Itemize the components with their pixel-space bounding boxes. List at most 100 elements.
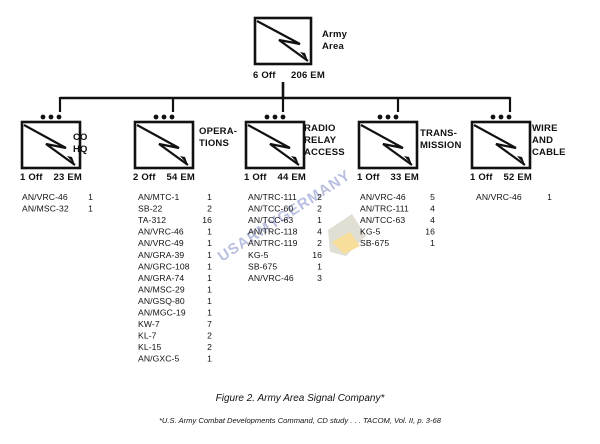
unit-size-dot: [393, 114, 399, 120]
signal-bolt: [247, 124, 300, 166]
unit-size-dot: [377, 114, 383, 120]
unit-enlisted: 52 EM: [504, 172, 532, 183]
unit-symbol-box: [357, 120, 419, 170]
unit-officers: 1 Off: [357, 172, 380, 183]
equipment-item: AN/TRC-119: [248, 238, 298, 248]
equipment-item: AN/TCC-63: [248, 215, 293, 225]
equipment-item: KG-5: [248, 250, 269, 260]
equipment-item: AN/GXC-5: [138, 354, 180, 364]
equipment-quantity: 4: [317, 227, 322, 237]
unit-officers: 1 Off: [244, 172, 267, 183]
unit-name-line: CO: [73, 132, 88, 143]
unit-name-line: HQ: [73, 144, 88, 155]
unit-officers: 1 Off: [20, 172, 43, 183]
equipment-item: SB-22: [138, 204, 163, 214]
equipment-quantity: 5: [430, 192, 435, 202]
signal-bolt-tip: [180, 156, 188, 165]
equipment-item: AN/GRA-74: [138, 273, 184, 283]
signal-bolt-tip: [67, 156, 75, 165]
equipment-quantity: 1: [207, 250, 212, 260]
equipment-quantity: 1: [207, 354, 212, 364]
equipment-quantity: 2: [207, 204, 212, 214]
signal-bolt: [360, 124, 413, 166]
equipment-quantity: 16: [425, 227, 435, 237]
top-name-line-2: Area: [322, 41, 344, 52]
equipment-quantity: 2: [317, 192, 322, 202]
equipment-quantity: 2: [317, 204, 322, 214]
signal-bolt: [136, 124, 189, 166]
unit-size-dot: [280, 114, 286, 120]
unit-officers: 2 Off: [133, 172, 156, 183]
unit-symbol-box: [133, 120, 195, 170]
equipment-item: KG-5: [360, 227, 381, 237]
unit-size-dot: [506, 114, 512, 120]
equipment-item: TA-312: [138, 215, 166, 225]
unit-name-line: TRANS-: [420, 128, 457, 139]
figure-caption: Figure 2. Army Area Signal Company*: [216, 393, 386, 404]
equipment-quantity: 1: [207, 227, 212, 237]
unit-size-dot: [40, 114, 46, 120]
equipment-item: KL-15: [138, 342, 162, 352]
signal-bolt: [23, 124, 76, 166]
equipment-item: KL-7: [138, 331, 157, 341]
equipment-quantity: 4: [430, 215, 435, 225]
equipment-item: SB-675: [360, 238, 389, 248]
equipment-item: AN/TRC-111: [248, 192, 297, 202]
equipment-quantity: 2: [317, 238, 322, 248]
equipment-quantity: 2: [207, 342, 212, 352]
equipment-quantity: 1: [207, 273, 212, 283]
unit-name-line: MISSION: [420, 140, 462, 151]
equipment-item: AN/GSQ-80: [138, 296, 185, 306]
equipment-quantity: 1: [88, 192, 93, 202]
unit-size-dot: [498, 114, 504, 120]
equipment-item: KW-7: [138, 319, 160, 329]
equipment-item: AN/VRC-46: [476, 192, 522, 202]
equipment-quantity: 16: [312, 250, 322, 260]
signal-bolt-tip: [404, 156, 412, 165]
equipment-quantity: 3: [317, 273, 322, 283]
top-name-line-1: Army: [322, 29, 348, 40]
unit-name-line: WIRE: [532, 123, 558, 134]
unit-name-line: OPERA-: [199, 126, 237, 137]
unit-symbol-box: [470, 120, 532, 170]
equipment-item: AN/GRC-108: [138, 261, 190, 271]
equipment-quantity: 4: [430, 204, 435, 214]
equipment-quantity: 1: [207, 284, 212, 294]
equipment-item: AN/TRC-118: [248, 227, 298, 237]
unit-name-line: AND: [532, 135, 553, 146]
unit-name-line: CABLE: [532, 147, 566, 158]
unit-size-dot: [490, 114, 496, 120]
equipment-item: AN/TCC-60: [248, 204, 293, 214]
unit-size-dot: [169, 114, 175, 120]
unit-symbol-box: [20, 120, 82, 170]
unit-name-line: RELAY: [304, 135, 337, 146]
unit-size-dot: [56, 114, 62, 120]
equipment-item: AN/VRC-46: [138, 227, 184, 237]
equipment-item: AN/TCC-63: [360, 215, 405, 225]
unit-size-dot: [272, 114, 278, 120]
top-node: Army Area 6 Off 206 EM: [253, 16, 348, 81]
unit-size-dot: [153, 114, 159, 120]
unit-officers: 1 Off: [470, 172, 493, 183]
unit-name-line: RADIO: [304, 123, 336, 134]
equipment-quantity: 16: [202, 215, 212, 225]
equipment-quantity: 1: [547, 192, 552, 202]
equipment-item: AN/GRA-39: [138, 250, 184, 260]
equipment-quantity: 1: [430, 238, 435, 248]
unit-size-dot: [161, 114, 167, 120]
top-node-symbol: [253, 16, 313, 66]
unit-name-line: ACCESS: [304, 147, 345, 158]
equipment-quantity: 2: [207, 331, 212, 341]
unit-name-line: TIONS: [199, 138, 229, 149]
equipment-quantity: 1: [207, 261, 212, 271]
unit-size-dot: [385, 114, 391, 120]
signal-bolt-tip: [517, 156, 525, 165]
unit-enlisted: 23 EM: [54, 172, 82, 183]
